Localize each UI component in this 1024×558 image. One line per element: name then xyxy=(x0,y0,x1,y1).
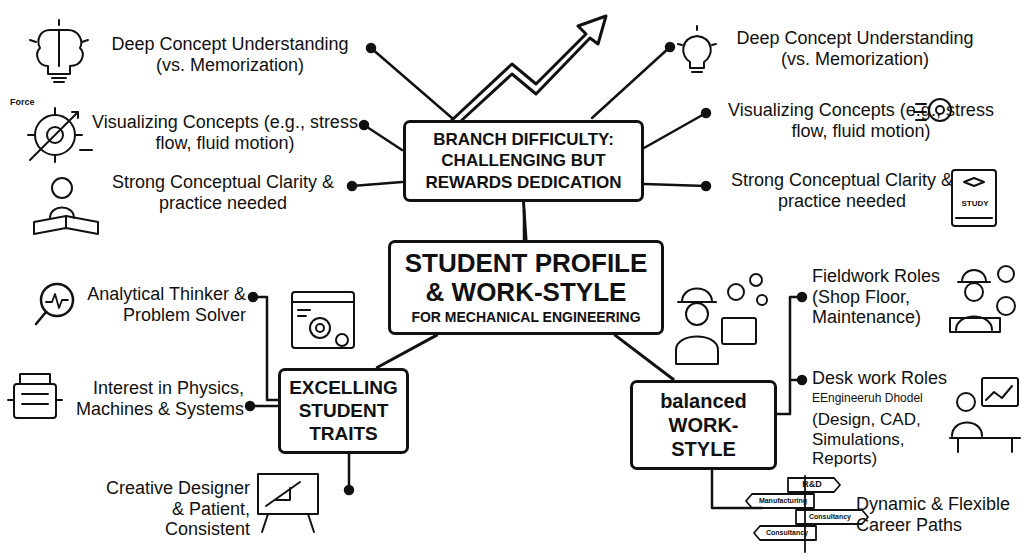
branch-difficulty-box: BRANCH DIFFICULTY: CHALLENGING BUT REWAR… xyxy=(403,120,644,202)
role-item: EEngineeruh Dhodel xyxy=(812,392,952,406)
sign-text: Manufacturing xyxy=(752,497,814,504)
central-box: STUDENT PROFILE & WORK-STYLE FOR MECHANIC… xyxy=(388,240,664,335)
difficulty-point: Deep Concept Understanding (vs. Memoriza… xyxy=(96,34,364,75)
role-item: Dynamic & Flexible Career Paths xyxy=(856,494,1016,535)
work-style-box: balanced WORK-STYLE xyxy=(630,380,777,470)
difficulty-point: Visualizing Concepts (e.g., stress flow,… xyxy=(92,112,358,153)
difficulty-point: Strong Conceptual Clarity & practice nee… xyxy=(722,170,962,211)
difficulty-point: Deep Concept Understanding (vs. Memoriza… xyxy=(720,28,990,69)
sign-text: Consultancy xyxy=(798,513,862,520)
computer-window-icon xyxy=(292,292,354,348)
difficulty-point: Visualizing Concepts (e.g., stress flow,… xyxy=(716,100,1006,141)
icon-text: STUDY xyxy=(955,200,995,208)
traits-box: EXCELLING STUDENT TRAITS xyxy=(278,368,409,454)
magnifier-icon xyxy=(36,284,73,324)
trait-item: Creative Designer & Patient, Consistent xyxy=(90,478,250,540)
role-item: Desk work Roles xyxy=(812,368,982,389)
sign-text: Consultancy xyxy=(758,529,816,536)
desk-worker-icon xyxy=(950,378,1020,452)
node-heading: EXCELLING STUDENT TRAITS xyxy=(289,377,398,445)
node-heading: STUDENT PROFILE & WORK-STYLE xyxy=(399,249,653,306)
role-item: Fieldwork Roles (Shop Floor, Maintenance… xyxy=(812,266,948,328)
node-heading: BRANCH DIFFICULTY: CHALLENGING BUT REWAR… xyxy=(414,129,633,193)
bulb-icon xyxy=(678,26,716,72)
field-worker-icon xyxy=(950,266,1015,332)
icon-text: Force xyxy=(10,98,50,107)
book-icon xyxy=(952,170,996,226)
gear-force-icon xyxy=(28,108,92,162)
connector xyxy=(376,335,437,368)
student-reading-icon xyxy=(34,178,98,234)
brain-bulb-icon xyxy=(30,20,88,82)
difficulty-point: Strong Conceptual Clarity & practice nee… xyxy=(100,172,346,213)
connector xyxy=(524,202,527,240)
engine-icon xyxy=(8,374,62,418)
trait-item: Interest in Physics, Machines & Systems xyxy=(64,378,244,419)
trait-item: Analytical Thinker & Problem Solver xyxy=(86,284,246,325)
drafting-board-icon xyxy=(258,474,318,532)
sign-text: R&D xyxy=(790,480,834,489)
engineer-hardhat-icon xyxy=(676,274,767,364)
node-subheading: FOR MECHANICAL ENGINEERING xyxy=(399,310,653,325)
role-item: (Design, CAD, Simulations, Reports) xyxy=(812,410,972,469)
node-heading: balanced WORK-STYLE xyxy=(641,389,766,461)
connector xyxy=(614,335,674,380)
signpost-icon xyxy=(746,476,868,552)
rising-arrow xyxy=(452,16,606,120)
